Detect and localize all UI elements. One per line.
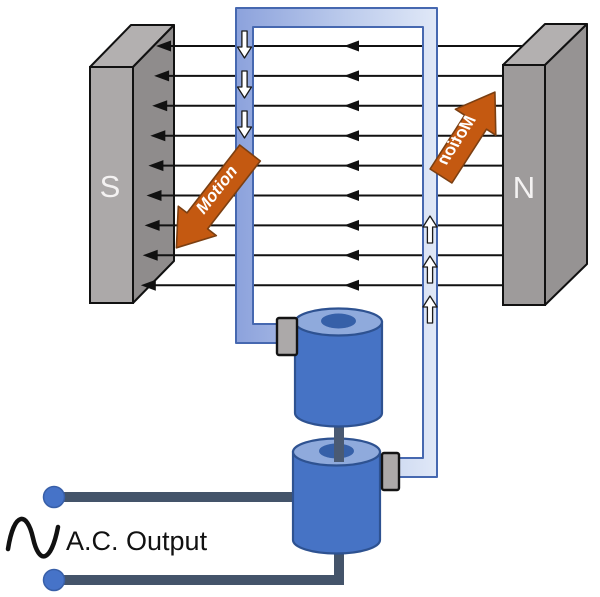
- left-arrowhead-icon: [344, 40, 359, 52]
- left-arrowhead-icon: [156, 40, 171, 52]
- left-arrowhead-icon: [344, 100, 359, 112]
- magnet-north: N: [502, 23, 588, 306]
- left-arrowhead-icon: [146, 190, 162, 201]
- slip-ring-top: [293, 307, 384, 428]
- motion-arrow-right-shape: [429, 91, 497, 184]
- slip-ring-top-hole: [321, 313, 356, 329]
- terminal-bottom: [42, 568, 66, 592]
- magnet-north-side-face: [544, 23, 588, 306]
- axle: [334, 414, 344, 462]
- wire-top: [54, 492, 297, 502]
- slip-ring-bottom-body: [291, 450, 382, 555]
- left-arrowhead-icon: [152, 100, 168, 112]
- magnet-south-front-face: [89, 66, 134, 304]
- left-arrowhead-icon: [344, 279, 359, 291]
- left-arrowhead-icon: [142, 249, 158, 261]
- left-arrowhead-icon: [150, 130, 166, 142]
- brush-right: [380, 451, 401, 492]
- brush-left: [275, 316, 299, 357]
- hollow-up-arrow-icon: [422, 215, 438, 244]
- output-wires: [42, 485, 344, 592]
- hollow-down-arrow-icon: [236, 110, 253, 139]
- left-arrowhead-icon: [344, 219, 359, 231]
- hollow-up-arrow-icon: [422, 255, 438, 284]
- field-line: [154, 70, 503, 82]
- field-line: [140, 279, 503, 291]
- ac-output-label: A.C. Output: [66, 526, 208, 556]
- sine-wave-icon: [5, 516, 61, 559]
- field-line: [156, 40, 522, 52]
- left-arrowhead-icon: [344, 249, 359, 261]
- left-arrowhead-icon: [344, 160, 359, 172]
- hollow-down-arrow-icon: [236, 70, 253, 99]
- wire-bottom: [54, 575, 344, 585]
- magnet-south-label: S: [100, 169, 121, 204]
- motion-arrow-left-shape: [175, 144, 262, 249]
- terminal-top: [42, 485, 66, 509]
- magnet-north-label: N: [513, 170, 535, 205]
- left-arrowhead-icon: [144, 219, 160, 231]
- field-line: [152, 100, 503, 112]
- left-arrowhead-icon: [344, 70, 359, 82]
- field-lines: [140, 40, 522, 291]
- left-arrowhead-icon: [344, 130, 359, 142]
- left-arrowhead-icon: [154, 70, 170, 82]
- field-line: [142, 249, 503, 261]
- coil-current-arrows: [236, 30, 438, 324]
- left-arrowhead-icon: [140, 279, 156, 291]
- left-arrowhead-icon: [148, 160, 164, 172]
- left-arrowhead-icon: [344, 190, 359, 201]
- magnet-south: S: [89, 24, 175, 304]
- slip-ring-top-body: [293, 320, 384, 428]
- hollow-down-arrow-icon: [236, 30, 253, 59]
- wire-bottom-vertical: [334, 547, 344, 580]
- hollow-up-arrow-icon: [422, 295, 438, 324]
- field-line: [150, 130, 503, 142]
- magnet-north-front-face: [502, 64, 546, 306]
